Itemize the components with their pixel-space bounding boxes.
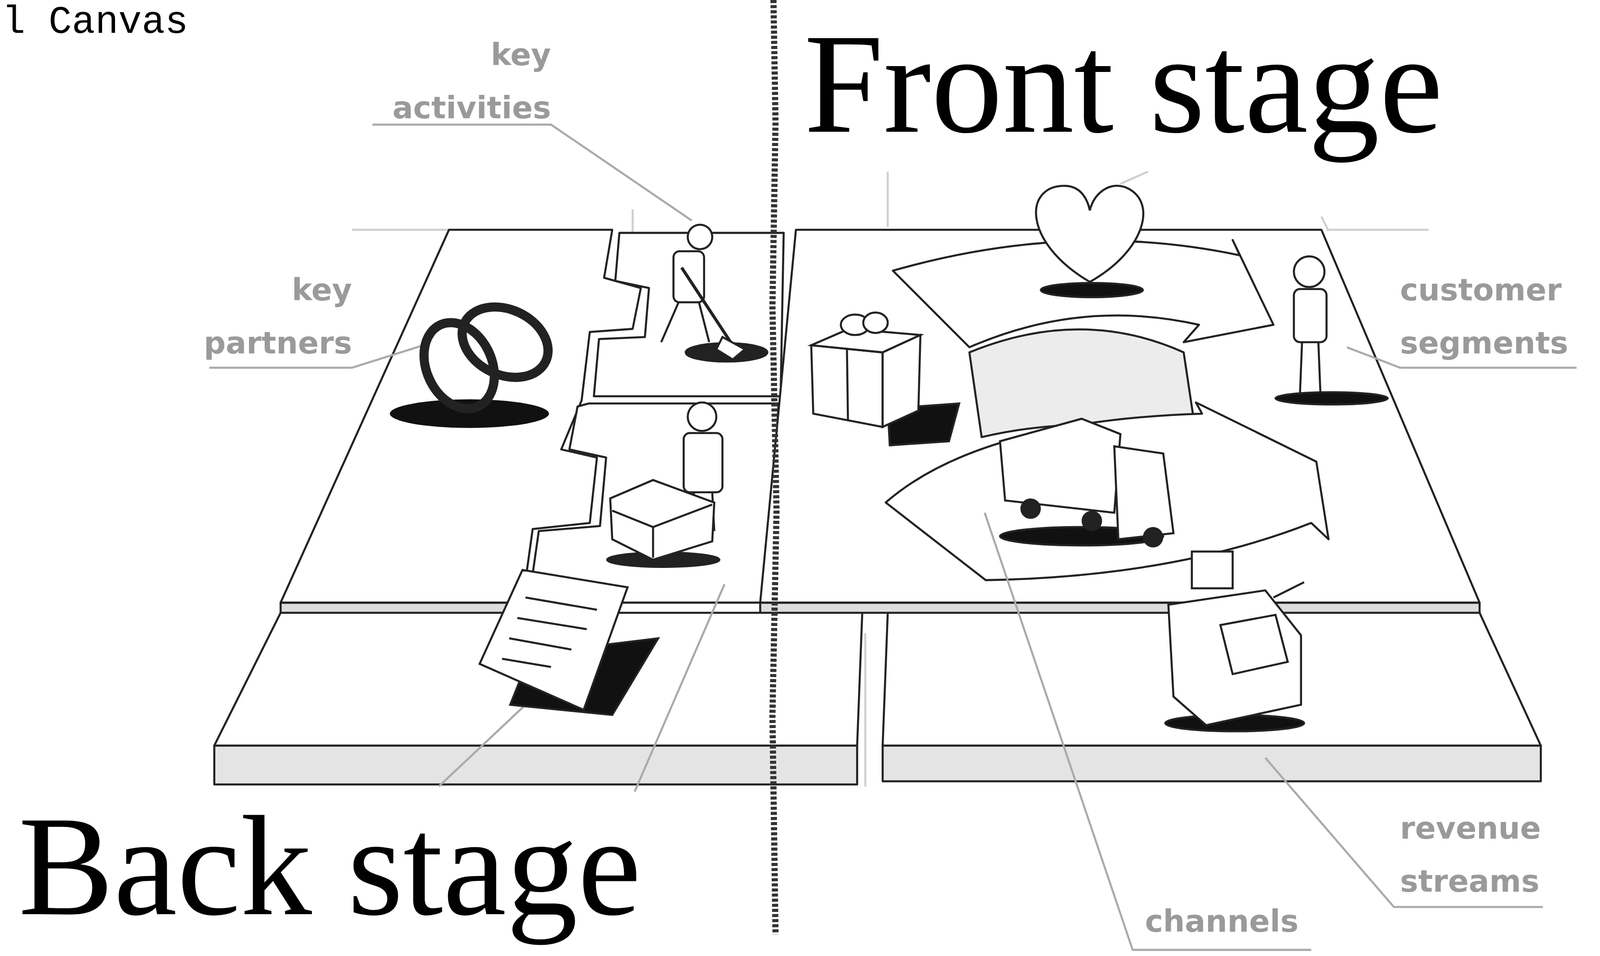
block-label: customer segments <box>1400 263 1589 370</box>
truck-icon <box>1082 511 1102 530</box>
resource-figure <box>607 402 723 567</box>
customer-figure <box>1318 342 1321 394</box>
leader-line <box>984 512 1312 950</box>
backdrop-line <box>1326 228 1429 232</box>
resource-figure <box>683 432 723 493</box>
heart-icon <box>1040 282 1143 298</box>
block-label: channels <box>1144 894 1349 948</box>
canvas-block <box>214 229 1542 784</box>
gift-icon <box>882 334 921 427</box>
leader-line <box>438 704 526 787</box>
leader-line <box>634 583 725 792</box>
digger-figure <box>681 267 734 346</box>
stage-heading: Back stage <box>18 794 642 938</box>
canvas-block <box>593 232 784 396</box>
digger-figure <box>661 302 679 343</box>
backdrop-line <box>351 228 449 232</box>
truck-icon <box>1000 418 1174 547</box>
cost-document <box>502 658 552 667</box>
stage-divider <box>772 0 777 934</box>
stage-divider <box>772 0 777 934</box>
resource-figure <box>653 504 713 527</box>
corner-title: l Canvas <box>2 3 189 42</box>
gift-icon <box>863 312 888 333</box>
backdrop-line <box>1120 171 1148 184</box>
canvas-block <box>760 229 1480 603</box>
stage-heading: Front stage <box>804 12 1443 156</box>
backdrop-line <box>886 171 889 227</box>
canvas-block <box>214 745 858 784</box>
register-icon <box>1165 551 1305 732</box>
gift-icon <box>846 348 848 421</box>
cost-document <box>479 569 628 710</box>
register-icon <box>1220 614 1288 674</box>
block-label: key activities <box>336 28 552 135</box>
canvas-block <box>280 602 523 613</box>
resource-figure <box>612 510 654 527</box>
heart-icon <box>1035 185 1144 282</box>
cost-document <box>525 597 597 610</box>
rings-icon <box>450 293 560 391</box>
truck-icon <box>1021 499 1040 518</box>
truck-icon <box>1000 418 1121 513</box>
rings-icon <box>389 293 560 428</box>
resource-figure <box>610 480 715 560</box>
truck-icon <box>1114 446 1174 540</box>
canvas-block <box>885 402 1329 580</box>
gift-icon <box>811 312 960 445</box>
digger-figure <box>716 337 746 360</box>
register-icon <box>1273 582 1304 598</box>
customer-figure <box>1293 288 1327 343</box>
rings-icon <box>389 399 549 428</box>
register-icon <box>1168 590 1302 725</box>
resource-figure <box>687 402 717 432</box>
cost-document <box>509 638 572 650</box>
customer-figure <box>1293 256 1325 287</box>
customer-figure <box>1275 391 1388 405</box>
digger-figure <box>687 224 712 250</box>
canvas-block <box>882 745 1541 781</box>
backdrop-line <box>1321 216 1329 232</box>
leader-line <box>372 124 693 221</box>
cost-document <box>479 569 658 715</box>
gift-icon <box>811 345 883 427</box>
customer-figure <box>1300 342 1303 394</box>
block-label: revenue streams <box>1400 801 1564 908</box>
block-label: key partners <box>173 263 352 370</box>
resource-figure <box>652 526 655 558</box>
digger-figure <box>661 224 768 362</box>
customer-figure <box>1275 256 1388 405</box>
backdrop-line <box>631 209 634 233</box>
heart-icon <box>1035 185 1144 298</box>
cost-document <box>517 617 587 629</box>
canvas-block <box>528 403 779 603</box>
backdrop-line <box>864 632 867 787</box>
canvas-block <box>760 602 1480 613</box>
truck-icon <box>1143 527 1163 547</box>
register-icon <box>1191 551 1233 589</box>
